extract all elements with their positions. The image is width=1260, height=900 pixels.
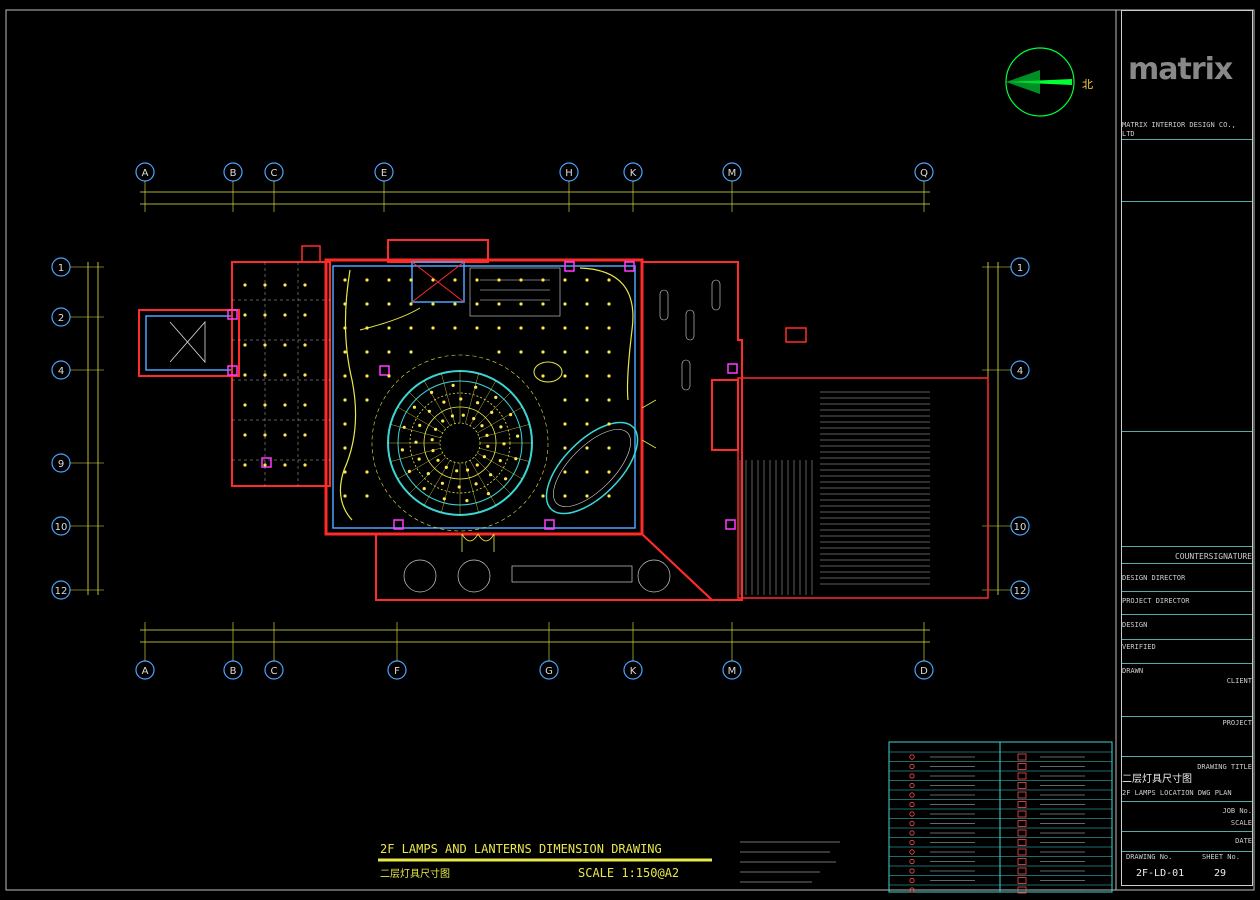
side-dimension-lines bbox=[87, 262, 999, 595]
top-dimension-lines bbox=[140, 191, 930, 643]
north-label: 北 bbox=[1082, 78, 1093, 91]
grid-bubble-bottom-F: F bbox=[387, 660, 407, 680]
grid-bubble-top-Q: Q bbox=[914, 162, 934, 182]
scale-label: SCALE bbox=[1230, 819, 1252, 827]
general-notes bbox=[740, 841, 840, 883]
date-label: DATE bbox=[1235, 837, 1252, 845]
svg-text:12: 12 bbox=[55, 586, 68, 597]
drawing-frame bbox=[5, 9, 1255, 891]
svg-text:4: 4 bbox=[1017, 366, 1023, 377]
svg-text:12: 12 bbox=[1014, 586, 1027, 597]
title-block-drawing-title-en: 2F LAMPS LOCATION DWG PLAN bbox=[1122, 789, 1232, 797]
svg-text:10: 10 bbox=[55, 522, 68, 533]
svg-text:D: D bbox=[920, 666, 928, 677]
lamp-legend-table bbox=[888, 741, 1113, 894]
verified-label: VERIFIED bbox=[1122, 643, 1156, 651]
drawing-no: 2F-LD-01 bbox=[1136, 868, 1185, 879]
svg-text:C: C bbox=[271, 666, 278, 677]
grid-bubble-left-9: 9 bbox=[51, 453, 71, 473]
north-arrow-icon bbox=[1005, 47, 1075, 117]
grid-bubble-top-H: H bbox=[559, 162, 579, 182]
svg-text:K: K bbox=[630, 168, 637, 179]
grid-bubble-left-4: 4 bbox=[51, 360, 71, 380]
svg-text:E: E bbox=[381, 168, 387, 179]
svg-text:K: K bbox=[630, 666, 637, 677]
matrix-logo: matrix bbox=[1128, 52, 1233, 87]
grid-bubble-bottom-K: K bbox=[623, 660, 643, 680]
grid-bubble-bottom-C: C bbox=[264, 660, 284, 680]
svg-text:9: 9 bbox=[58, 459, 64, 470]
svg-text:M: M bbox=[728, 168, 737, 179]
grid-bubble-top-B: B bbox=[223, 162, 243, 182]
sheet-no: 29 bbox=[1214, 868, 1227, 879]
drawing-title-en: 2F LAMPS AND LANTERNS DIMENSION DRAWING bbox=[380, 842, 662, 856]
svg-text:M: M bbox=[728, 666, 737, 677]
grid-bubble-top-A: A bbox=[135, 162, 155, 182]
client-label: CLIENT bbox=[1226, 677, 1252, 685]
svg-text:4: 4 bbox=[58, 366, 64, 377]
svg-text:B: B bbox=[230, 168, 237, 179]
grid-right: 1 4 10 12 bbox=[982, 257, 1030, 600]
drawing-title-label: DRAWING TITLE bbox=[1197, 763, 1252, 771]
title-block-drawing-title-cn: 二层灯具尺寸图 bbox=[1122, 774, 1192, 785]
svg-text:1: 1 bbox=[1017, 263, 1023, 274]
svg-text:C: C bbox=[271, 168, 278, 179]
svg-text:2: 2 bbox=[58, 313, 64, 324]
project-label: PROJECT bbox=[1222, 719, 1252, 727]
title-block: MATRIX INTERIOR DESIGN CO., LTD COUNTERS… bbox=[1121, 10, 1253, 886]
grid-bubble-right-4: 4 bbox=[1010, 360, 1030, 380]
grid-bubble-bottom-M: M bbox=[722, 660, 742, 680]
grid-bubble-right-12: 12 bbox=[1010, 580, 1030, 600]
grid-bubble-bottom-G: G bbox=[539, 660, 559, 680]
grid-bubble-right-1: 1 bbox=[1010, 257, 1030, 277]
svg-text:F: F bbox=[394, 666, 400, 677]
design-director-label: DESIGN DIRECTOR bbox=[1122, 574, 1186, 582]
grid-bubble-top-E: E bbox=[374, 162, 394, 182]
drawing-title-cn: 二层灯具尺寸图 bbox=[380, 869, 450, 880]
job-no-label: JOB No. bbox=[1222, 807, 1252, 815]
grid-bubble-bottom-B: B bbox=[223, 660, 243, 680]
svg-text:10: 10 bbox=[1014, 522, 1027, 533]
floor-plan bbox=[138, 239, 989, 601]
grid-bubble-left-12: 12 bbox=[51, 580, 71, 600]
grid-bubble-right-10: 10 bbox=[1010, 516, 1030, 536]
sheet-no-label: SHEET No. bbox=[1202, 853, 1240, 861]
grid-bubble-left-1: 1 bbox=[51, 257, 71, 277]
svg-text:B: B bbox=[230, 666, 237, 677]
project-director-label: PROJECT DIRECTOR bbox=[1122, 597, 1190, 605]
svg-text:H: H bbox=[565, 168, 573, 179]
svg-text:A: A bbox=[142, 168, 149, 179]
countersignature-label: COUNTERSIGNATURE bbox=[1174, 552, 1252, 561]
grid-bubble-left-2: 2 bbox=[51, 307, 71, 327]
drawn-label: DRAWN bbox=[1122, 667, 1144, 675]
drawing-scale: SCALE 1:150@A2 bbox=[578, 866, 680, 880]
grid-bubble-left-10: 10 bbox=[51, 516, 71, 536]
company-name: MATRIX INTERIOR DESIGN CO., LTD bbox=[1122, 121, 1236, 138]
drawing-no-label: DRAWING No. bbox=[1126, 853, 1173, 861]
svg-text:A: A bbox=[142, 666, 149, 677]
grid-bubble-bottom-D: D bbox=[914, 660, 934, 680]
grid-bubble-bottom-A: A bbox=[135, 660, 155, 680]
svg-text:G: G bbox=[545, 666, 553, 677]
design-label: DESIGN bbox=[1122, 621, 1148, 629]
svg-text:1: 1 bbox=[58, 263, 64, 274]
grid-bubble-top-M: M bbox=[722, 162, 742, 182]
grid-bubble-top-C: C bbox=[264, 162, 284, 182]
svg-text:Q: Q bbox=[920, 168, 928, 179]
grid-bubble-top-K: K bbox=[623, 162, 643, 182]
